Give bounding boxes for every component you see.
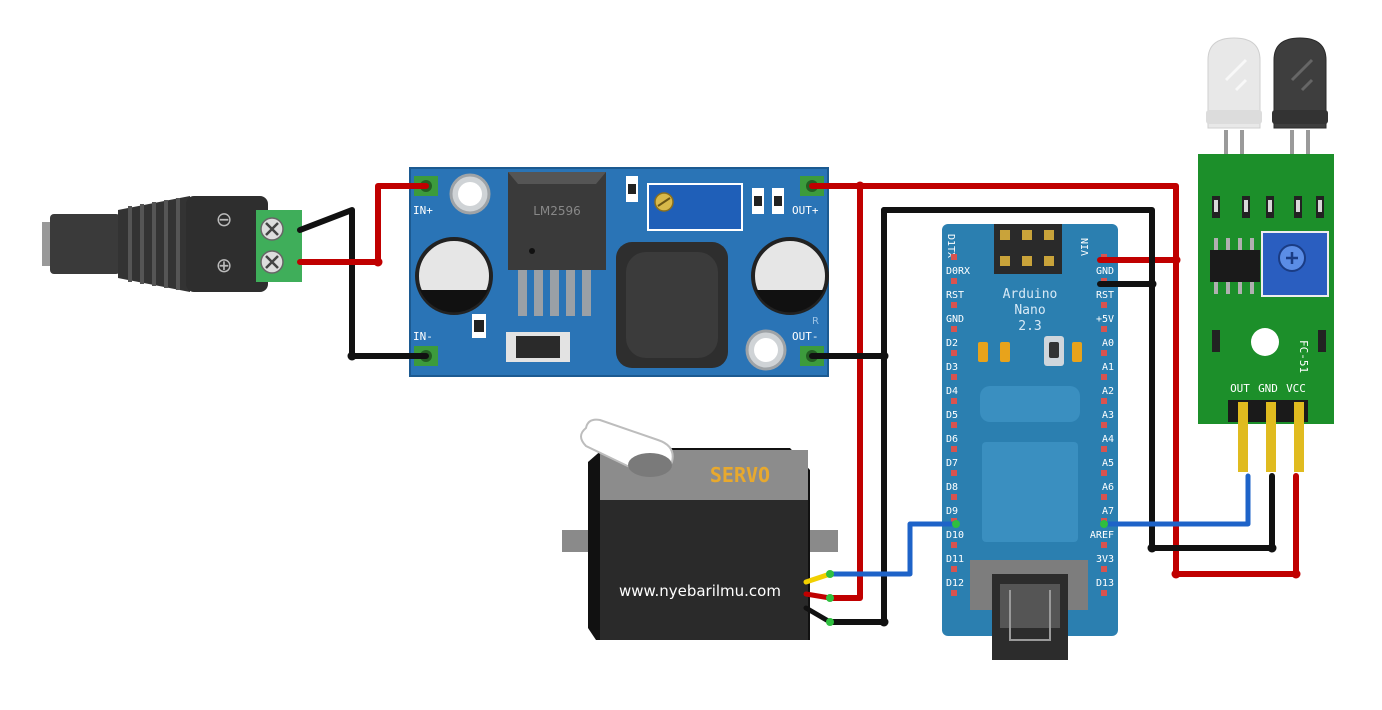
nano-title-line2: Nano xyxy=(1014,303,1045,318)
in-minus-label: IN- xyxy=(413,330,433,343)
nano-pin-label: GND xyxy=(946,314,964,325)
nano-pin-pad xyxy=(1101,446,1107,452)
in-plus-label: IN+ xyxy=(413,204,433,217)
nano-pin-label: +5V xyxy=(1096,314,1114,325)
ir-emitter-led xyxy=(1207,37,1261,129)
nano-pin-label: D12 xyxy=(946,578,964,589)
nano-pin-pad xyxy=(951,302,957,308)
nano-pin-pad xyxy=(951,278,957,284)
nano-pin-label: A6 xyxy=(1102,482,1114,493)
nano-pin-label: RST xyxy=(1096,290,1114,301)
nano-pin-pad xyxy=(1101,326,1107,332)
nano-pin-pad xyxy=(1101,374,1107,380)
nano-pin-label: D8 xyxy=(946,482,958,493)
nano-pin-label: D4 xyxy=(946,386,958,397)
nano-pin-label: A5 xyxy=(1102,458,1114,469)
nano-pin-label: 3V3 xyxy=(1096,554,1114,565)
ir-receiver-led xyxy=(1273,37,1327,129)
chip-label: LM2596 xyxy=(533,204,581,218)
nano-pin-pad xyxy=(1101,350,1107,356)
sensor-pin-gnd-label: GND xyxy=(1258,382,1278,395)
nano-pin-label: D11 xyxy=(946,554,964,565)
nano-pin-pad xyxy=(951,494,957,500)
nano-pin-label: A1 xyxy=(1102,362,1114,373)
nano-pin-pad xyxy=(951,422,957,428)
nano-pin-pad xyxy=(951,566,957,572)
nano-pin-label: A0 xyxy=(1102,338,1114,349)
nano-pin-pad xyxy=(1101,566,1107,572)
nano-pin-pad xyxy=(951,398,957,404)
nano-pin-label: A4 xyxy=(1102,434,1114,445)
nano-pin-label: VIN xyxy=(1080,238,1091,256)
registered-mark: R xyxy=(812,316,819,327)
sensor-pin-out-label: OUT xyxy=(1230,382,1250,395)
nano-pin-pad xyxy=(951,326,957,332)
dc-barrel-jack: ⊖ ⊕ xyxy=(42,196,302,292)
sensor-model-label: FC-51 xyxy=(1297,340,1310,373)
nano-pin-pad xyxy=(1101,302,1107,308)
servo-motor: SERVO www.nyebarilmu.com xyxy=(562,418,838,640)
nano-pin-pad xyxy=(1101,398,1107,404)
nano-pin-pad xyxy=(951,254,957,260)
arduino-nano: Arduino Nano 2.3 D1TXD0RXRSTGNDD2D3D4D5D… xyxy=(942,224,1118,660)
nano-title-line1: Arduino xyxy=(1003,287,1058,302)
nano-pin-pad xyxy=(951,350,957,356)
nano-pin-label: D5 xyxy=(946,410,958,421)
servo-website: www.nyebarilmu.com xyxy=(619,582,781,600)
nano-pin-label: D13 xyxy=(1096,578,1114,589)
servo-brand: SERVO xyxy=(710,463,770,487)
nano-pin-pad xyxy=(1101,422,1107,428)
nano-pin-label: D2 xyxy=(946,338,958,349)
nano-pin-pad xyxy=(951,542,957,548)
nano-pin-label: RST xyxy=(946,290,964,301)
nano-pin-label: D1TX xyxy=(945,234,956,258)
nano-pin-label: AREF xyxy=(1090,530,1114,541)
sensor-pin-vcc-label: VCC xyxy=(1286,382,1306,395)
nano-pin-pad xyxy=(1101,590,1107,596)
nano-pin-pad xyxy=(951,590,957,596)
nano-pin-label: D0RX xyxy=(946,266,970,277)
ir-sensor-fc51: FC-51 OUT GND VCC xyxy=(1198,37,1334,472)
nano-pin-pad xyxy=(1101,494,1107,500)
lm2596-buck-converter: IN+ IN- OUT+ OUT- R LM2596 xyxy=(409,167,829,377)
nano-pin-pad xyxy=(951,446,957,452)
nano-pin-label: GND xyxy=(1096,266,1114,277)
jack-plus-symbol: ⊕ xyxy=(216,253,233,277)
nano-pin-pad xyxy=(1101,470,1107,476)
nano-pin-label: A2 xyxy=(1102,386,1114,397)
nano-pin-pad xyxy=(951,374,957,380)
lm2596-chip xyxy=(508,172,606,270)
out-minus-label: OUT- xyxy=(792,330,819,343)
junction-dots xyxy=(373,181,1301,579)
nano-pin-label: D10 xyxy=(946,530,964,541)
nano-pin-pad xyxy=(951,470,957,476)
nano-pin-label: D7 xyxy=(946,458,958,469)
nano-pin-label: D6 xyxy=(946,434,958,445)
nano-pin-label: D3 xyxy=(946,362,958,373)
jack-minus-symbol: ⊖ xyxy=(216,207,233,231)
nano-pin-label: D9 xyxy=(946,506,958,517)
nano-pin-label: A3 xyxy=(1102,410,1114,421)
nano-title-line3: 2.3 xyxy=(1018,319,1041,334)
nano-pin-label: A7 xyxy=(1102,506,1114,517)
out-plus-label: OUT+ xyxy=(792,204,819,217)
nano-pin-pad xyxy=(1101,542,1107,548)
